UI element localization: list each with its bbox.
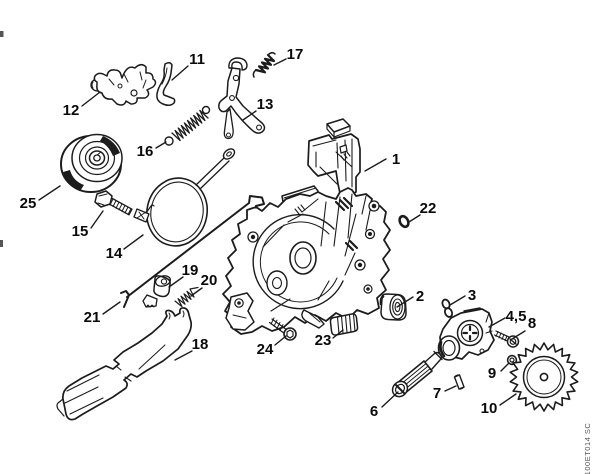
callout-label-12: 12 <box>63 102 80 119</box>
part-spring-rod <box>120 195 265 308</box>
leader-line-3 <box>449 295 466 306</box>
callout-label-1: 1 <box>392 151 400 168</box>
leader-line-24 <box>274 335 287 346</box>
part-hand-guard <box>56 307 193 421</box>
callout-label-2: 2 <box>416 288 424 305</box>
part-plug-spring <box>329 313 359 336</box>
leader-line-23 <box>332 329 344 339</box>
part-latch-pin <box>142 275 172 308</box>
scan-artifact <box>0 240 3 247</box>
part-washer <box>506 354 518 366</box>
callout-label-25: 25 <box>20 195 37 212</box>
callout-label-18: 18 <box>192 336 209 353</box>
part-brake-lever <box>218 57 266 140</box>
leader-line-2 <box>396 296 414 308</box>
part-o-ring <box>398 214 410 229</box>
part-pin <box>453 374 465 390</box>
callout-label-7: 7 <box>433 385 441 402</box>
leader-line-15 <box>90 210 104 229</box>
part-brake-spring <box>164 105 211 146</box>
callout-label-11: 11 <box>189 51 205 68</box>
part-needle-bearing <box>379 293 407 321</box>
part-pawl-hook <box>156 61 176 107</box>
callout-label-6: 6 <box>370 403 378 420</box>
leader-line-19 <box>168 276 184 288</box>
callout-label-16: 16 <box>137 143 154 160</box>
leader-line-8 <box>511 330 526 340</box>
part-brake-band <box>133 148 236 247</box>
diagram-code: 100ET014 SC <box>583 423 592 474</box>
callout-label-15: 15 <box>72 223 89 240</box>
callout-label-14: 14 <box>106 245 123 262</box>
callout-label-9: 9 <box>488 365 496 382</box>
callout-label-22: 22 <box>420 200 437 217</box>
leader-line-13 <box>242 110 257 121</box>
leader-line-1 <box>364 158 387 172</box>
callout-label-10: 10 <box>481 400 498 417</box>
part-crankcase <box>222 118 391 335</box>
leader-line-11 <box>171 65 189 81</box>
part-clutch-drum <box>60 133 123 193</box>
leader-line-6 <box>381 391 399 408</box>
leader-line-10 <box>499 393 517 406</box>
leader-line-20 <box>190 287 203 297</box>
leader-line-14 <box>123 234 144 250</box>
callout-label-20: 20 <box>201 272 218 289</box>
leader-line-22 <box>408 214 421 223</box>
leader-line-9 <box>500 362 510 372</box>
callout-label-19: 19 <box>182 262 199 279</box>
callout-label-24: 24 <box>257 341 274 358</box>
part-tension-spring <box>252 51 276 78</box>
leader-line-18 <box>174 350 193 361</box>
callout-label-21: 21 <box>84 309 101 326</box>
leader-line-25 <box>38 185 61 201</box>
leader-line-21 <box>102 301 121 315</box>
leader-line-12 <box>81 91 101 107</box>
leader-line-16 <box>155 141 167 149</box>
part-band-screw <box>94 190 133 216</box>
leader-line-17 <box>273 58 287 66</box>
callout-label-3: 3 <box>468 287 476 304</box>
part-case-screw <box>268 317 297 341</box>
callout-label-17: 17 <box>287 46 304 63</box>
callout-label-23: 23 <box>315 332 332 349</box>
callout-label-13: 13 <box>257 96 274 113</box>
part-sealing-rings <box>441 298 454 318</box>
callout-label-4,5: 4,5 <box>506 308 527 325</box>
callout-label-8: 8 <box>528 315 536 332</box>
leader-line-7 <box>444 385 457 392</box>
part-pawl-assembly <box>90 64 157 106</box>
part-oil-pump <box>437 307 495 361</box>
part-latch-spring <box>174 286 199 308</box>
part-pump-screw <box>493 330 520 348</box>
scan-artifact <box>0 31 4 37</box>
part-chain-sprocket <box>509 342 579 412</box>
leader-line-4,5 <box>488 317 506 328</box>
